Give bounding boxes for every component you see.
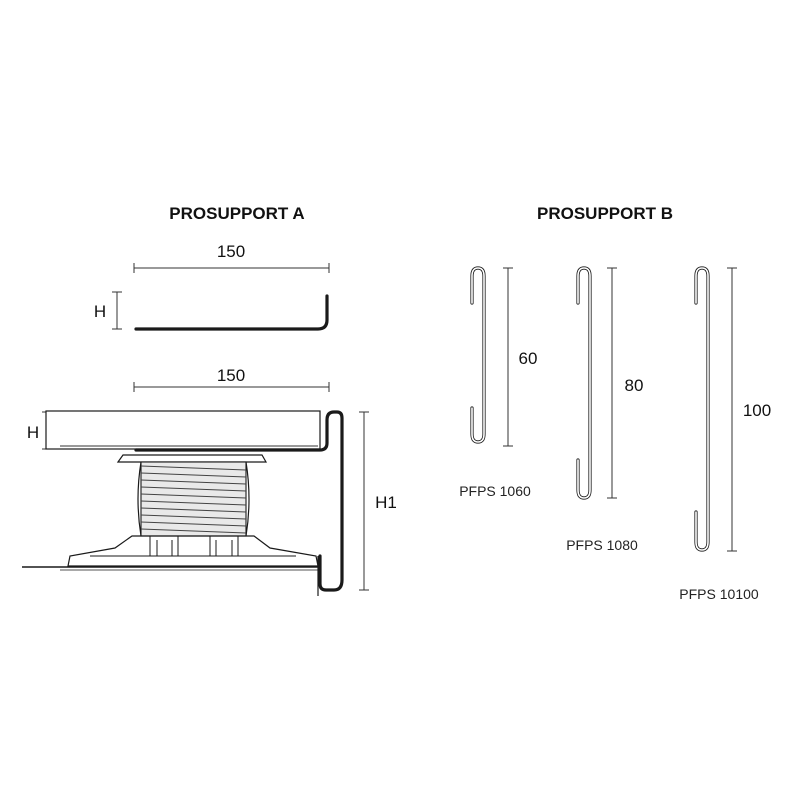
slab-height-label: H	[27, 423, 39, 442]
prosupport-b-title: PROSUPPORT B	[537, 204, 673, 223]
pedestal-thread	[137, 461, 250, 537]
top-width-label: 150	[217, 242, 245, 261]
prosupport-a-title: PROSUPPORT A	[169, 204, 304, 223]
total-height-dimension: H1	[359, 411, 397, 591]
bottom-width-label: 150	[217, 366, 245, 385]
prosupport-a-section: PROSUPPORT A 150 H 150	[22, 204, 397, 596]
pfps-1080-height-label: 80	[625, 376, 644, 395]
profile-pfps-1060: 60 PFPS 1060	[459, 266, 538, 499]
prosupport-b-section: PROSUPPORT B 60 PFPS 1060 80 PFPS 1080	[459, 204, 771, 602]
top-height-dimension: H	[94, 291, 122, 330]
bottom-width-dimension: 150	[133, 366, 330, 392]
pfps-1080-code: PFPS 1080	[566, 537, 638, 553]
pedestal-head	[116, 454, 268, 463]
pfps-10100-height-label: 100	[743, 401, 771, 420]
pfps-10100-code: PFPS 10100	[679, 586, 759, 602]
pfps-1060-code: PFPS 1060	[459, 483, 531, 499]
top-width-dimension: 150	[133, 242, 330, 273]
total-height-label: H1	[375, 493, 397, 512]
top-height-label: H	[94, 302, 106, 321]
profile-pfps-10100: 100 PFPS 10100	[679, 266, 771, 602]
paving-slab	[45, 410, 321, 450]
prosupport-a-profile	[134, 294, 329, 331]
edge-profile	[134, 410, 344, 592]
profile-pfps-1080: 80 PFPS 1080	[566, 266, 644, 553]
pedestal-base	[67, 535, 319, 567]
pfps-1060-height-label: 60	[519, 349, 538, 368]
